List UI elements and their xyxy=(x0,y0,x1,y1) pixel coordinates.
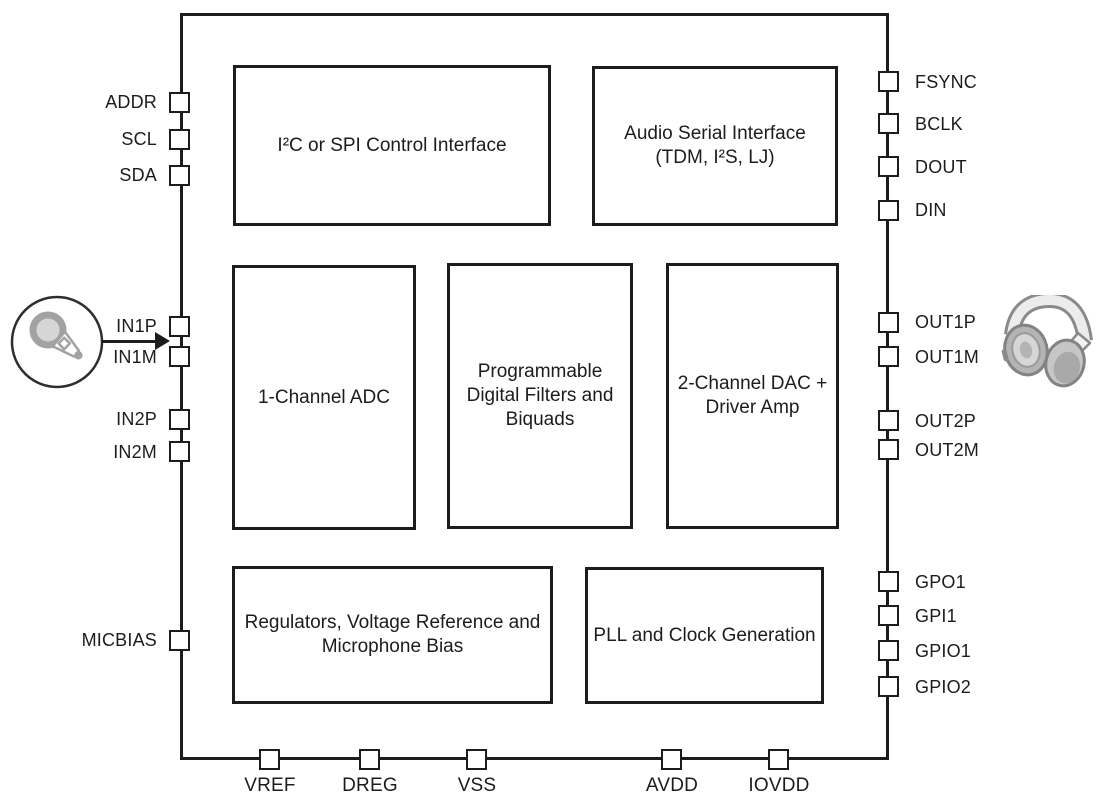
pin-label-micbias: MICBIAS xyxy=(81,630,157,650)
pin-din xyxy=(878,200,899,221)
block-audio-serial-interface: Audio Serial Interface (TDM, I²S, LJ) xyxy=(592,66,838,226)
pin-bclk xyxy=(878,113,899,134)
pin-label-out1m: OUT1M xyxy=(915,347,979,367)
block-digital-filters: Programmable Digital Filters and Biquads xyxy=(447,263,633,529)
pin-label-dout: DOUT xyxy=(915,157,967,177)
pin-label-out2m: OUT2M xyxy=(915,440,979,460)
block-label-adc: 1-Channel ADC xyxy=(257,386,391,408)
pin-in1p xyxy=(169,316,190,337)
pin-label-in1p: IN1P xyxy=(116,316,157,336)
pin-gpi1 xyxy=(878,605,899,626)
pin-in1m xyxy=(169,346,190,367)
pin-label-in1m: IN1M xyxy=(113,347,157,367)
pin-gpio1 xyxy=(878,640,899,661)
pin-scl xyxy=(169,129,190,150)
signal-arrow-head xyxy=(155,332,170,350)
pin-label-iovdd: IOVDD xyxy=(748,775,810,796)
pin-vref xyxy=(259,749,280,770)
pin-avdd xyxy=(661,749,682,770)
block-pll-clock: PLL and Clock Generation xyxy=(585,567,824,704)
block-label-regulators: Regulators, Voltage Reference and Microp… xyxy=(244,612,541,657)
block-label-digital-filters: Programmable Digital Filters and Biquads xyxy=(466,361,614,430)
pin-out1p xyxy=(878,312,899,333)
block-label-audio-serial: Audio Serial Interface (TDM, I²S, LJ) xyxy=(624,123,806,168)
pin-dreg xyxy=(359,749,380,770)
pin-label-addr: ADDR xyxy=(105,92,157,112)
block-label-pll: PLL and Clock Generation xyxy=(593,624,816,646)
pin-label-in2p: IN2P xyxy=(116,409,157,429)
pin-out2m xyxy=(878,439,899,460)
pin-out1m xyxy=(878,346,899,367)
pin-out2p xyxy=(878,410,899,431)
block-label-dac-driver-amp: 2-Channel DAC + Driver Amp xyxy=(677,373,828,418)
pin-in2p xyxy=(169,409,190,430)
pin-label-in2m: IN2M xyxy=(113,442,157,462)
microphone-icon xyxy=(10,295,104,389)
block-dac-driver-amp: 2-Channel DAC + Driver Amp xyxy=(666,263,839,529)
pin-iovdd xyxy=(768,749,789,770)
pin-label-dreg: DREG xyxy=(342,775,398,796)
block-label-i2c-spi: I²C or SPI Control Interface xyxy=(277,134,507,156)
block-i2c-spi-control-interface: I²C or SPI Control Interface xyxy=(233,65,551,226)
pin-label-scl: SCL xyxy=(121,129,157,149)
pin-label-gpo1: GPO1 xyxy=(915,572,966,592)
signal-arrow-line xyxy=(102,340,156,343)
pin-addr xyxy=(169,92,190,113)
pin-label-gpio1: GPIO1 xyxy=(915,641,972,661)
pin-label-avdd: AVDD xyxy=(645,775,699,796)
headphones-icon xyxy=(1001,295,1093,388)
pin-dout xyxy=(878,156,899,177)
pin-label-out2p: OUT2P xyxy=(915,411,977,431)
pin-label-vref: VREF xyxy=(244,775,296,796)
pin-label-sda: SDA xyxy=(119,165,157,185)
pin-label-gpi1: GPI1 xyxy=(915,606,957,626)
pin-fsync xyxy=(878,71,899,92)
pin-micbias xyxy=(169,630,190,651)
pin-label-fsync: FSYNC xyxy=(915,72,978,92)
pin-vss xyxy=(466,749,487,770)
block-regulators-micbias: Regulators, Voltage Reference and Microp… xyxy=(232,566,553,704)
pin-label-vss: VSS xyxy=(457,775,497,796)
pin-gpio2 xyxy=(878,676,899,697)
pin-label-din: DIN xyxy=(915,200,947,220)
pin-label-out1p: OUT1P xyxy=(915,312,977,332)
block-adc: 1-Channel ADC xyxy=(232,265,416,530)
pin-sda xyxy=(169,165,190,186)
pin-in2m xyxy=(169,441,190,462)
pin-label-bclk: BCLK xyxy=(915,114,963,134)
pin-label-gpio2: GPIO2 xyxy=(915,677,972,697)
pin-gpo1 xyxy=(878,571,899,592)
